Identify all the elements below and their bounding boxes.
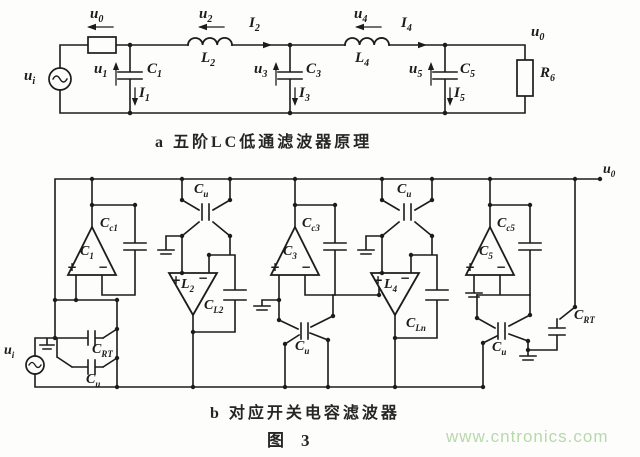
label-l4: L4 (355, 50, 370, 69)
junction-dots (52, 176, 603, 390)
opamp2-plus: + (171, 273, 182, 287)
label-i5: I5 (454, 85, 465, 104)
label-amp-c5: C5 (479, 244, 493, 261)
inductor-coils (187, 37, 390, 46)
label-l2: L2 (201, 50, 216, 69)
label-cc5: Cc5 (497, 216, 515, 233)
label-amp-c1: C1 (80, 244, 94, 261)
label-u5: u5 (409, 61, 423, 80)
ac-tilde-icon (28, 361, 42, 369)
label-i2: I2 (249, 15, 260, 34)
stage1 (91, 178, 147, 296)
load-resistor-r6 (516, 59, 534, 97)
caption-figure-a: a 五阶LC低通滤波器原理 (155, 134, 373, 151)
label-cu-top-left: Cu (194, 182, 209, 199)
lc-lowpass-schematic (48, 23, 534, 116)
opamp-l2 (167, 272, 219, 317)
label-i4: I4 (401, 15, 412, 34)
label-c5: C5 (460, 61, 476, 80)
label-cu-bottom-right: Cu (492, 340, 507, 357)
label-u3: u3 (254, 61, 268, 80)
label-c1: C1 (147, 61, 163, 80)
figure-number: 图 3 (267, 431, 310, 450)
caption-figure-b: b 对应开关电容滤波器 (210, 405, 400, 422)
label-amp-l4: L4 (384, 277, 398, 294)
junction-dots (127, 42, 448, 116)
label-cu-input: Cu (86, 372, 101, 389)
opamp-l4 (369, 272, 421, 317)
label-cl2: CL2 (204, 298, 224, 315)
label-u0-out: u0 (531, 24, 545, 43)
ac-source-icon (48, 67, 72, 91)
label-cu-bottom-mid: Cu (295, 339, 310, 356)
label-crt-output: CRT (574, 308, 595, 325)
stage2 (157, 178, 247, 388)
output-network (475, 178, 577, 388)
label-u4: u4 (354, 6, 368, 25)
label-u2: u2 (199, 6, 213, 25)
label-ui: ui (24, 68, 36, 87)
label-cc1: Cc1 (100, 216, 118, 233)
opamp-c3 (269, 224, 321, 276)
label-crt-input: CRT (92, 342, 113, 359)
opamp-triangles (66, 224, 516, 317)
opamp2-minus: − (198, 271, 209, 285)
label-ui-b: ui (4, 343, 15, 360)
opamp1-plus: + (67, 260, 78, 274)
opamp5-plus: + (465, 260, 476, 274)
label-i3: I3 (299, 85, 310, 104)
label-u0-in: u0 (90, 6, 104, 25)
arrow-shafts (88, 26, 451, 103)
opamp4-plus: + (373, 273, 384, 287)
label-cln: CLn (406, 316, 426, 333)
label-cu-top-right: Cu (397, 182, 412, 199)
watermark: www.cntronics.com (446, 427, 609, 446)
cu-mid (277, 272, 380, 388)
ac-tilde-icon (52, 75, 68, 83)
switched-cap-schematic (25, 176, 603, 390)
opamp3-minus: − (301, 260, 312, 274)
arrowheads (87, 23, 454, 106)
source-resistor (87, 36, 117, 54)
stage5 (465, 178, 542, 298)
label-u1: u1 (94, 61, 108, 80)
opamp-c1 (66, 224, 118, 276)
label-cc3: Cc3 (302, 216, 320, 233)
opamp1-minus: − (98, 260, 109, 274)
label-u0-b: u0 (603, 162, 616, 179)
label-r6: R6 (540, 65, 556, 84)
label-amp-l2: L2 (181, 277, 195, 294)
ac-source-icon (25, 355, 45, 375)
stage4 (357, 178, 449, 388)
label-i1: I1 (139, 85, 150, 104)
opamp5-minus: − (496, 260, 507, 274)
label-c3: C3 (306, 61, 322, 80)
opamp-c5 (464, 224, 516, 276)
rails-input (34, 178, 601, 388)
label-amp-c3: C3 (283, 244, 297, 261)
opamp3-plus: + (270, 260, 281, 274)
opamp4-minus: − (400, 271, 411, 285)
